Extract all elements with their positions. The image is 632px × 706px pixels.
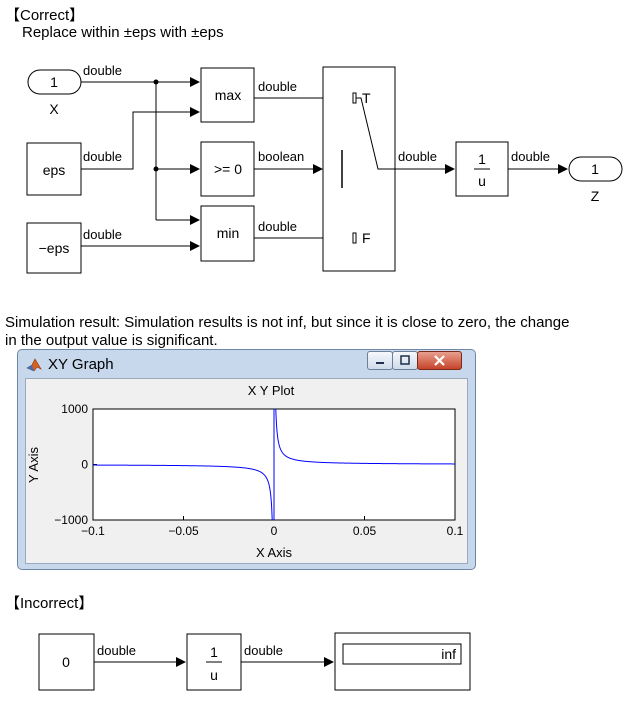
simulation-text-line2: in the output value is significant. <box>5 332 218 349</box>
min-block-label: min <box>217 225 240 241</box>
wire-label: double <box>97 643 136 658</box>
wire-label: double <box>83 149 122 164</box>
min-block[interactable] <box>200 205 255 262</box>
y-tick-label: 0 <box>81 458 88 472</box>
outport-number: 1 <box>591 161 599 177</box>
x-tick-label: 0.1 <box>447 524 464 538</box>
plot-line-right <box>275 408 455 465</box>
switch-false-port <box>352 232 357 244</box>
x-tick-label: −0.1 <box>81 524 105 538</box>
compare-block-label: >= 0 <box>214 161 242 177</box>
switch-lever <box>356 97 395 170</box>
wire-label: double <box>511 149 550 164</box>
plot-area-panel: X Y Plot −0.1 −0.05 0 0.05 0.1 1000 0 −1000 X … <box>25 378 468 564</box>
minimize-icon <box>376 362 384 364</box>
max-block[interactable] <box>200 67 255 123</box>
switch-false-label: F <box>362 230 371 246</box>
correct-heading: 【Correct】 <box>5 7 85 24</box>
inport-block[interactable] <box>27 69 82 95</box>
eps-constant-block[interactable] <box>26 142 82 196</box>
outport-block[interactable] <box>568 156 623 182</box>
x-tick-label: 0 <box>271 524 278 538</box>
simulation-text-line1: Simulation result: Simulation results is… <box>5 314 570 331</box>
reciprocal-numerator: 1 <box>478 151 486 167</box>
xy-graph-window: XY Graph X Y Plot −0.1 −0.05 0 0.05 0.1 1000… <box>17 349 476 570</box>
display-value: inf <box>441 646 456 662</box>
close-icon <box>434 355 445 366</box>
eps-block-label: eps <box>43 162 66 178</box>
incorrect-diagram: 0 1 u inf double double <box>38 632 471 691</box>
branch-point <box>153 79 159 85</box>
y-tick-label: 1000 <box>61 402 88 416</box>
wire-label: double <box>244 643 283 658</box>
neg-eps-constant-block[interactable] <box>26 222 82 274</box>
compare-block[interactable] <box>200 141 255 197</box>
y-tick-label: −1000 <box>54 513 88 527</box>
inport-label: X <box>49 101 59 117</box>
max-block-label: max <box>215 87 241 103</box>
maximize-icon <box>400 355 410 365</box>
maximize-button[interactable] <box>392 351 418 370</box>
wire-eps-to-max <box>81 107 200 170</box>
zero-constant-block[interactable] <box>38 633 95 691</box>
incorrect-heading: 【Incorrect】 <box>5 595 94 612</box>
xy-plot: X Y Plot −0.1 −0.05 0 0.05 0.1 1000 0 −1000 X … <box>26 383 464 560</box>
wire-label: double <box>83 227 122 242</box>
correct-diagram: 1 X eps −eps max >= 0 min T F 1 u 1 Z do… <box>26 63 623 274</box>
zero-constant-label: 0 <box>62 654 70 670</box>
x-axis-label: X Axis <box>256 545 293 560</box>
inport-number: 1 <box>50 74 58 90</box>
switch-true-port <box>352 92 357 104</box>
matlab-icon <box>26 358 42 372</box>
window-title: XY Graph <box>48 356 114 373</box>
switch-true-label: T <box>362 90 371 106</box>
reciprocal-denominator: u <box>210 667 218 683</box>
neg-eps-block-label: −eps <box>39 240 70 256</box>
wire-label: double <box>83 63 122 78</box>
window-titlebar[interactable]: XY Graph <box>18 350 475 378</box>
outport-label: Z <box>591 188 600 204</box>
correct-subheading: Replace within ±eps with ±eps <box>22 24 224 41</box>
plot-title: X Y Plot <box>248 383 295 398</box>
wire-label: boolean <box>258 149 304 164</box>
minimize-button[interactable] <box>367 351 393 370</box>
reciprocal-numerator: 1 <box>210 644 218 660</box>
x-tick-label: −0.05 <box>168 524 199 538</box>
reciprocal-denominator: u <box>478 173 486 189</box>
close-button[interactable] <box>417 351 462 370</box>
branch-point <box>153 166 159 172</box>
x-tick-label: 0.05 <box>353 524 377 538</box>
wire-label: double <box>398 149 437 164</box>
plot-line-left <box>93 464 273 521</box>
display-value-field <box>342 643 462 665</box>
y-axis-label: Y Axis <box>26 447 41 483</box>
wire-label: double <box>258 219 297 234</box>
wire-label: double <box>258 79 297 94</box>
